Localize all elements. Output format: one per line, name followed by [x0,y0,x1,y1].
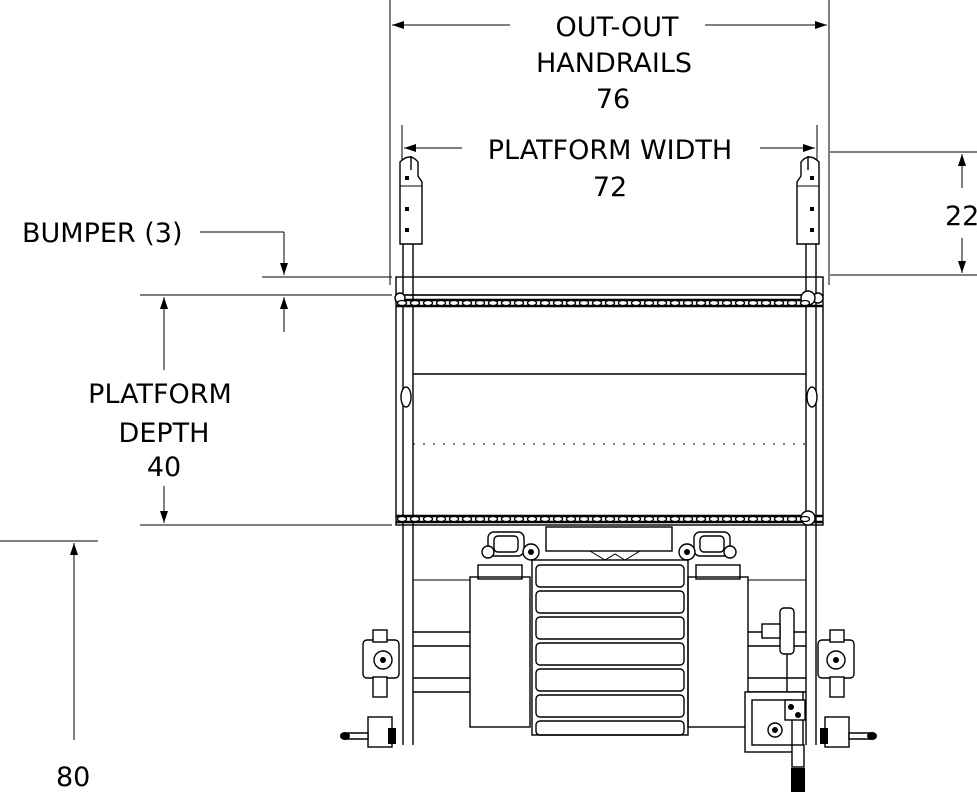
chain-link [760,299,772,307]
chain-link [669,515,681,523]
chain-link [604,515,616,523]
chain-link [695,515,707,523]
chain-link [682,299,694,307]
chain-link [435,299,447,307]
chain-link [578,299,590,307]
platform-chain-top [396,299,811,307]
left-handrail [399,156,423,745]
right-handrail [796,156,820,745]
chain-link [656,299,668,307]
chain-link [617,515,629,523]
chain-link [773,299,785,307]
chain-link [487,515,499,523]
chain-link [669,299,681,307]
chain-link [734,515,746,523]
chain-link [747,299,759,307]
chain-link [617,299,629,307]
chain-link [552,515,564,523]
chain-link [487,299,499,307]
chain-link [643,299,655,307]
platform-chain-bottom [396,515,811,523]
outout-value: 76 [596,84,630,115]
platform-width-value: 72 [593,172,627,203]
chain-link [682,515,694,523]
chain-link [396,299,408,307]
chain-link [435,515,447,523]
chain-link [513,299,525,307]
chain-link [656,515,668,523]
lift-carriage [413,526,806,736]
pump-unit [744,607,806,792]
left-caster-assembly [340,629,400,748]
chain-link [565,299,577,307]
chain-link [409,515,421,523]
chain-link [526,515,538,523]
chain-link [799,299,811,307]
dimension-platform-depth: PLATFORM DEPTH 40 [88,294,392,526]
chain-link [721,299,733,307]
chain-link [461,299,473,307]
chain-link [500,515,512,523]
platform-depth-label-line2: DEPTH [119,418,210,449]
chain-link [409,299,421,307]
chain-link [773,515,785,523]
chain-link [604,299,616,307]
chain-link [461,515,473,523]
chain-link [396,515,408,523]
platform-depth-value: 40 [147,452,181,483]
outout-label-line1: OUT-OUT [555,12,679,43]
chain-link [422,515,434,523]
platform-width-label: PLATFORM WIDTH [488,135,732,166]
chain-link [630,515,642,523]
dimension-rail-height: 22 [830,151,977,276]
chain-link [708,299,720,307]
overall-height-value: 80 [56,762,90,793]
chain-link [422,299,434,307]
chain-link [591,515,603,523]
chain-link [578,515,590,523]
chain-link [786,515,798,523]
chain-link [643,515,655,523]
chain-link [721,515,733,523]
dimension-overall-height: 80 [0,540,98,793]
chain-link [474,299,486,307]
chain-link [734,299,746,307]
chain-link [500,299,512,307]
rail-height-value: 22 [945,201,977,232]
outout-label-line2: HANDRAILS [536,48,692,79]
right-caster-assembly [817,629,877,748]
chain-link [448,515,460,523]
dimension-platform-width: PLATFORM WIDTH 72 [401,125,818,203]
platform-depth-label-line1: PLATFORM [88,379,232,410]
chain-link [565,515,577,523]
chain-link [539,515,551,523]
chain-link [708,515,720,523]
bumper-label: BUMPER (3) [22,218,183,249]
platform [394,276,824,526]
chain-link [552,299,564,307]
chain-link [539,299,551,307]
dimension-bumper: BUMPER (3) [22,218,392,332]
chain-link [695,299,707,307]
chain-link [747,515,759,523]
chain-link [513,515,525,523]
chain-link [591,299,603,307]
chain-link [448,299,460,307]
chain-link [630,299,642,307]
chain-link [760,515,772,523]
chain-link [799,515,811,523]
chain-link [474,515,486,523]
chain-link [786,299,798,307]
dimension-outout-handrails: OUT-OUT HANDRAILS 76 [389,0,830,285]
chain-link [526,299,538,307]
